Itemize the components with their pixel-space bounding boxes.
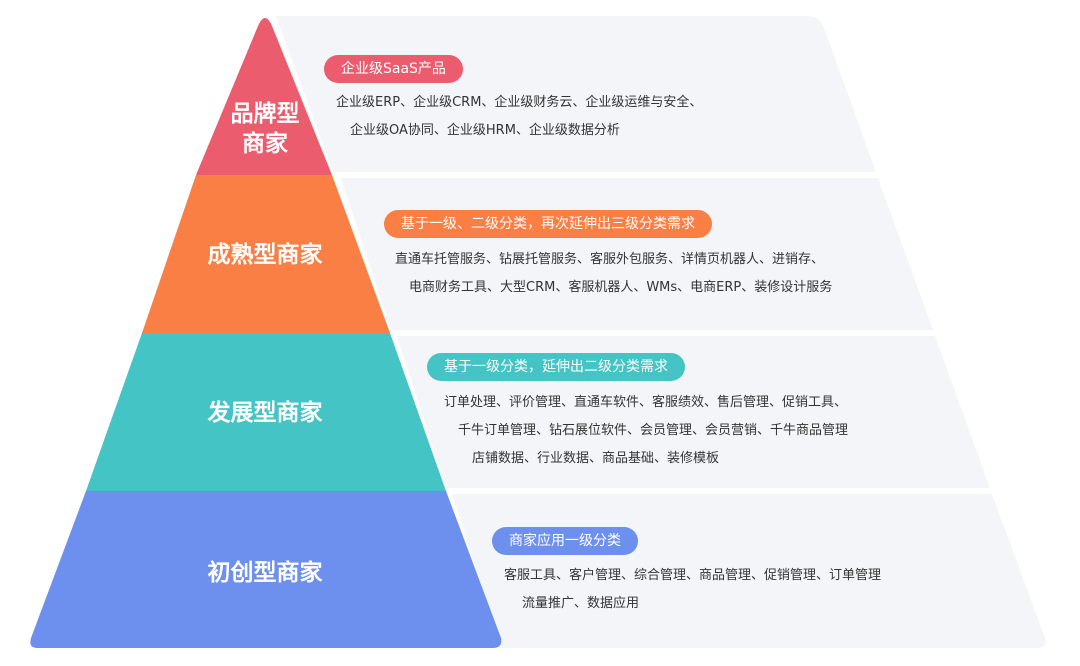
tier-4-desc-line-1: 客服工具、客户管理、综合管理、商品管理、促销管理、订单管理 — [504, 568, 882, 583]
tier-2-desc-line-2: 电商财务工具、大型CRM、客服机器人、WMs、电商ERP、装修设计服务 — [409, 280, 833, 295]
tier-3-desc-line-2: 千牛订单管理、钻石展位软件、会员管理、会员营销、千牛商品管理 — [458, 423, 849, 438]
tier-4-desc-line-2: 流量推广、数据应用 — [522, 596, 640, 611]
tier-1-title-line-1: 品牌型 — [230, 101, 300, 127]
tier-1-title: 品牌型 商家 — [205, 99, 325, 159]
tier-2-title-line-1: 成熟型商家 — [207, 242, 323, 268]
pyramid-tier-1 — [196, 18, 332, 175]
tier-1-tag: 企业级SaaS产品 — [324, 55, 463, 83]
tier-4-tag: 商家应用一级分类 — [492, 527, 638, 555]
tier-2-tag: 基于一级、二级分类，再次延伸出三级分类需求 — [384, 210, 712, 238]
pyramid-tier-3 — [86, 333, 446, 491]
tier-2-desc-line-1: 直通车托管服务、钻展托管服务、客服外包服务、详情页机器人、进销存、 — [395, 252, 825, 267]
tier-1-title-line-2: 商家 — [242, 131, 288, 157]
tier-4-title: 初创型商家 — [165, 558, 365, 588]
tier-3-title: 发展型商家 — [165, 398, 365, 428]
tier-2-title: 成熟型商家 — [165, 240, 365, 270]
tier-3-tag: 基于一级分类，延伸出二级分类需求 — [427, 353, 685, 381]
tier-3-title-line-1: 发展型商家 — [207, 400, 323, 426]
tier-1-desc-line-1: 企业级ERP、企业级CRM、企业级财务云、企业级运维与安全、 — [336, 95, 703, 110]
pyramid-tier-2 — [142, 175, 390, 333]
pyramid-tier-4 — [30, 491, 502, 648]
tier-3-desc-line-3: 店铺数据、行业数据、商品基础、装修模板 — [472, 451, 720, 466]
tier-3-desc-line-1: 订单处理、评价管理、直通车软件、客服绩效、售后管理、促销工具、 — [444, 395, 848, 410]
tier-4-title-line-1: 初创型商家 — [207, 560, 323, 586]
tier-1-desc-line-2: 企业级OA协同、企业级HRM、企业级数据分析 — [350, 123, 620, 138]
